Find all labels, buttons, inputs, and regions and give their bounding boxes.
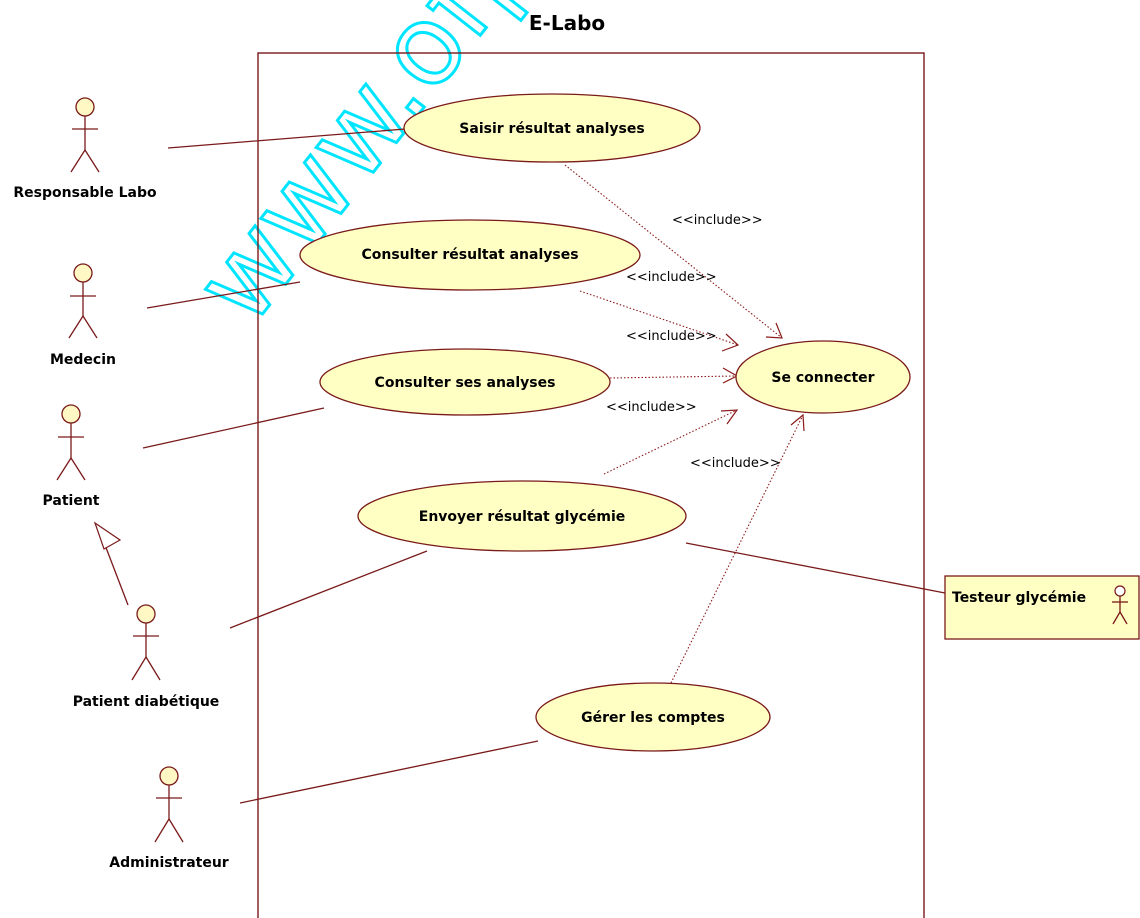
watermark: www.ofppt xyxy=(168,0,631,348)
use-case-gerer-label: Gérer les comptes xyxy=(581,710,725,726)
svg-text:www.ofppt: www.ofppt xyxy=(170,0,630,346)
include-consulter-ses-connecter xyxy=(609,375,738,379)
assoc-responsable-saisir xyxy=(167,128,406,149)
diagram-title: E-Labo xyxy=(529,11,605,35)
include-arrowhead-4 xyxy=(720,409,739,425)
assoc-patient-consulter-ses xyxy=(142,407,325,449)
actor-testeur-glycemie-label: Testeur glycémie xyxy=(952,590,1086,606)
include-arrowhead-3 xyxy=(722,367,739,384)
include-label-5: <<include>> xyxy=(690,456,781,471)
include-arrowhead-1 xyxy=(765,322,783,339)
include-label-1: <<include>> xyxy=(672,213,763,228)
include-label-3: <<include>> xyxy=(626,329,717,344)
use-case-connecter[interactable]: Se connecter xyxy=(735,340,911,414)
include-saisir-connecter xyxy=(564,164,783,339)
use-case-consulter-ses[interactable]: Consulter ses analyses xyxy=(319,348,611,416)
generalization-arrow xyxy=(93,521,122,550)
use-case-gerer[interactable]: Gérer les comptes xyxy=(535,682,771,752)
include-gerer-connecter xyxy=(670,414,804,684)
use-case-consulter-ses-label: Consulter ses analyses xyxy=(375,375,556,391)
use-case-saisir[interactable]: Saisir résultat analyses xyxy=(403,93,701,163)
include-arrowhead-2 xyxy=(721,333,740,352)
assoc-admin-gerer xyxy=(239,740,539,804)
actor-icon xyxy=(75,97,95,117)
actor-patient[interactable]: Patient xyxy=(43,404,100,509)
include-arrowhead-5 xyxy=(790,413,805,432)
use-case-saisir-label: Saisir résultat analyses xyxy=(459,121,644,137)
actor-medecin[interactable]: Medecin xyxy=(50,263,116,368)
actor-icon xyxy=(61,404,81,424)
actor-patient-diabetique-label: Patient diabétique xyxy=(73,694,220,710)
system-boundary xyxy=(257,52,925,918)
actor-testeur-glycemie[interactable]: Testeur glycémie xyxy=(944,575,1140,640)
use-case-envoyer-label: Envoyer résultat glycémie xyxy=(419,509,626,525)
include-label-2: <<include>> xyxy=(626,270,717,285)
assoc-diabetique-envoyer xyxy=(229,550,428,629)
actor-icon xyxy=(73,263,93,283)
actor-patient-diabetique[interactable]: Patient diabétique xyxy=(73,604,220,710)
include-envoyer-connecter xyxy=(603,409,738,475)
actor-patient-label: Patient xyxy=(43,493,100,509)
use-case-envoyer[interactable]: Envoyer résultat glycémie xyxy=(357,480,687,552)
use-case-consulter-resultat[interactable]: Consulter résultat analyses xyxy=(299,219,641,291)
actor-icon xyxy=(136,604,156,624)
include-label-4: <<include>> xyxy=(606,400,697,415)
actor-administrateur-label: Administrateur xyxy=(109,855,229,871)
actor-icon xyxy=(159,766,179,786)
actor-medecin-label: Medecin xyxy=(50,352,116,368)
generalization-line xyxy=(104,544,129,606)
assoc-envoyer-testeur xyxy=(685,542,946,594)
actor-responsable-labo-label: Responsable Labo xyxy=(13,185,157,201)
actor-responsable-labo[interactable]: Responsable Labo xyxy=(13,97,157,201)
use-case-connecter-label: Se connecter xyxy=(771,370,874,386)
actor-administrateur[interactable]: Administrateur xyxy=(109,766,229,871)
actor-mini-icon xyxy=(1112,585,1128,625)
use-case-consulter-resultat-label: Consulter résultat analyses xyxy=(361,247,578,263)
assoc-medecin-consulter xyxy=(146,281,301,309)
